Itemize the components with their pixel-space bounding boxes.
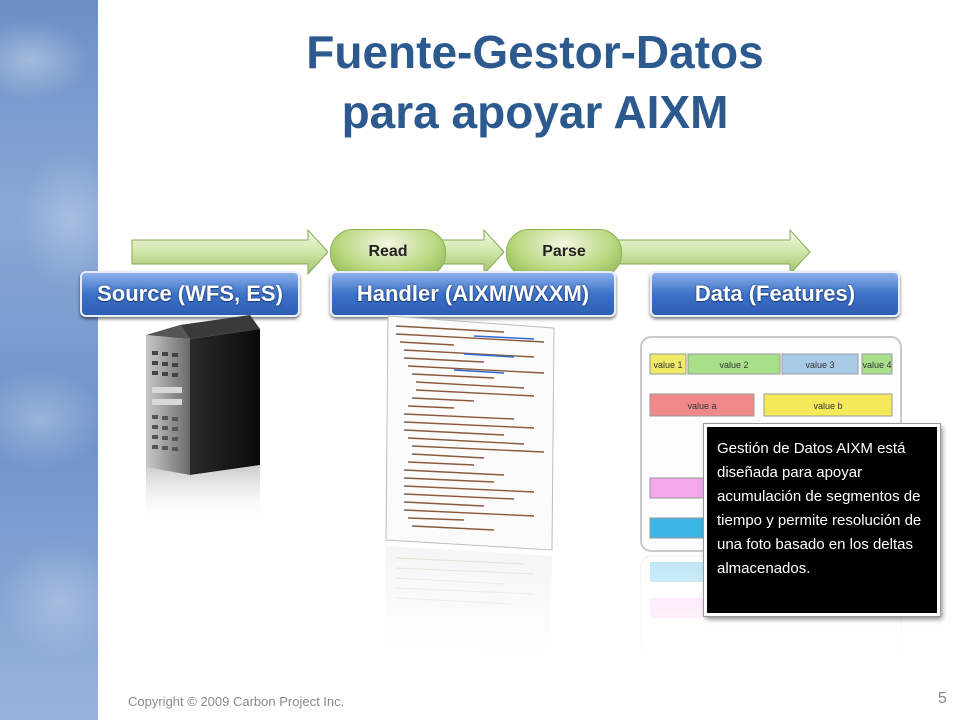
bar-value-1 <box>649 353 687 375</box>
arrow-2 <box>439 228 505 276</box>
source-label-box: Source (WFS, ES) <box>80 271 300 317</box>
bar-label-3: value 3 <box>805 360 834 370</box>
read-pill: Read <box>330 229 446 277</box>
data-label-box: Data (Features) <box>650 271 900 317</box>
info-tooltip: Gestión de Datos AIXM está diseñada para… <box>704 424 940 616</box>
bar-label-4: value 4 <box>862 360 891 370</box>
bar-value-4 <box>861 353 893 375</box>
bar-value-2 <box>687 353 781 375</box>
bar-value-a <box>649 393 755 417</box>
decorative-side-band <box>0 0 98 720</box>
xml-document-image <box>384 315 564 654</box>
copyright-footer: Copyright © 2009 Carbon Project Inc. <box>128 694 345 709</box>
bar-label-1: value 1 <box>653 360 682 370</box>
bar-value-3 <box>781 353 859 375</box>
parse-pill: Parse <box>506 229 622 277</box>
server-icon <box>146 315 260 523</box>
handler-label-box: Handler (AIXM/WXXM) <box>330 271 616 317</box>
arrow-3 <box>615 228 811 276</box>
slide-title: Fuente-Gestor-Datos para apoyar AIXM <box>110 22 960 142</box>
title-line-2: para apoyar AIXM <box>341 86 729 138</box>
bar-label-b: value b <box>813 401 842 411</box>
title-line-1: Fuente-Gestor-Datos <box>306 26 764 78</box>
bar-value-b <box>763 393 893 417</box>
bar-label-2: value 2 <box>719 360 748 370</box>
page-number: 5 <box>938 690 947 707</box>
arrow-1 <box>131 228 329 276</box>
bar-label-a: value a <box>687 401 716 411</box>
